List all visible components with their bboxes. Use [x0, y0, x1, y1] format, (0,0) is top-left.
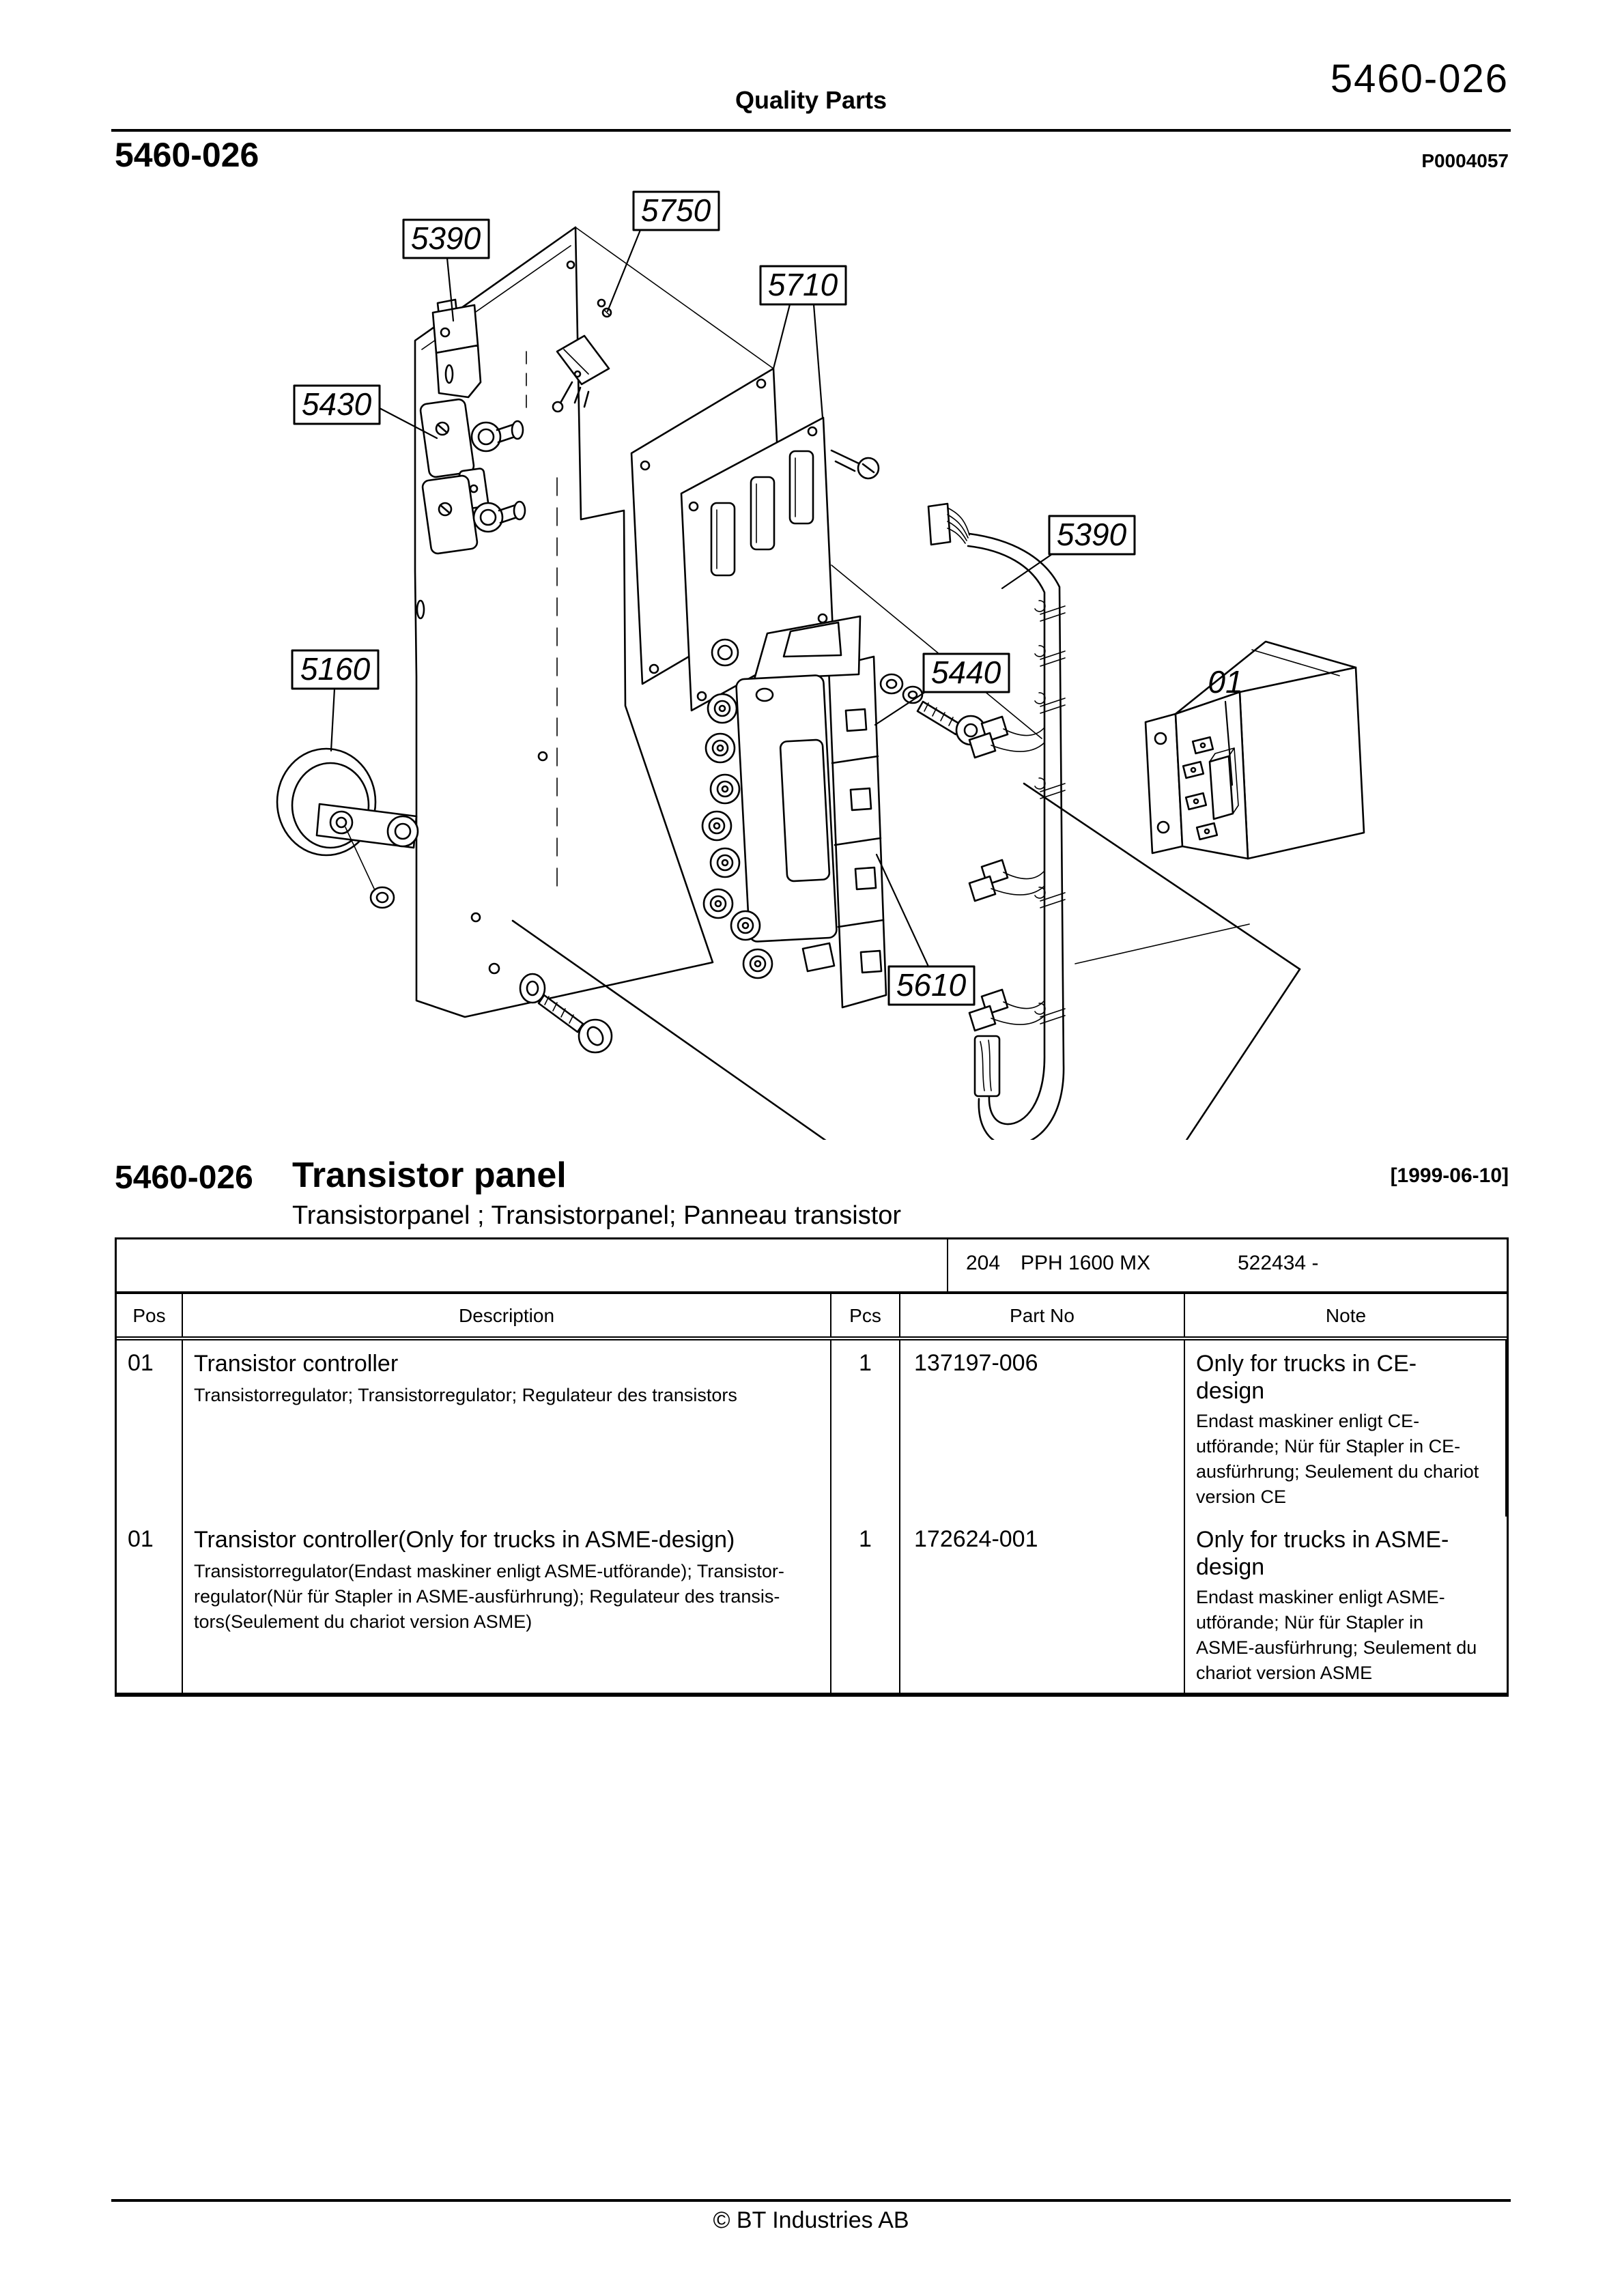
col-header-pos: Pos [117, 1294, 183, 1336]
callout-01-label: 01 [1208, 664, 1242, 700]
header-section-number-left: 5460-026 [115, 136, 259, 174]
parts-table: 204 PPH 1600 MX 522434 - Pos Description… [115, 1237, 1509, 1697]
controller-terminals [1182, 736, 1219, 841]
callout-5430: 5430 [293, 384, 381, 425]
model-name: PPH 1600 MX [1021, 1252, 1151, 1274]
callout-5390-left-label: 5390 [411, 220, 481, 256]
micro-switch [526, 307, 612, 417]
table-row-1-part-no: 137197-006 [900, 1340, 1185, 1517]
controller-box [1144, 640, 1365, 860]
callout-5160-label: 5160 [300, 651, 371, 687]
description-sub: Transistorregulator; Transistorregulator… [194, 1385, 737, 1405]
callouts: 5390 5750 5710 5430 5160 5440 [291, 190, 1243, 1006]
footer-copyright: © BT Industries AB [713, 2207, 909, 2233]
top-bracket [431, 298, 482, 399]
table-row-2-pos: 01 [117, 1517, 183, 1693]
header-doc-number: P0004057 [1421, 150, 1509, 171]
callout-5610: 5610 [887, 965, 976, 1006]
stud-cluster [701, 693, 773, 979]
callout-5160: 5160 [291, 649, 380, 690]
footer-rule [111, 2199, 1511, 2202]
description-main: Transistor controller(Only for trucks in… [194, 1527, 735, 1553]
floor-plane-lines [575, 227, 1301, 971]
mounting-bolt [519, 973, 613, 1054]
floor-diamond [511, 919, 1301, 1140]
callout-5750: 5750 [632, 190, 720, 231]
table-row-1-description: Transistor controller Transistorregulato… [183, 1340, 831, 1517]
model-row: 204 PPH 1600 MX 522434 - [117, 1239, 1507, 1294]
col-header-part-no: Part No [900, 1294, 1185, 1336]
callout-5710: 5710 [759, 265, 847, 306]
table-row-1-pcs: 1 [831, 1340, 900, 1517]
table-header-row: Pos Description Pcs Part No Note [117, 1294, 1507, 1340]
table-row-2-description: Transistor controller(Only for trucks in… [183, 1517, 831, 1693]
header-section-number: 5460-026 [1330, 57, 1509, 101]
terminal-block [419, 398, 526, 555]
callout-leaders [330, 229, 1234, 968]
page-title: Transistor panel [292, 1156, 567, 1195]
page-header-title: Quality Parts [735, 86, 887, 114]
callout-5390-right-label: 5390 [1057, 517, 1127, 552]
model-cell: 204 PPH 1600 MX 522434 - [947, 1239, 1507, 1291]
description-main: Transistor controller [194, 1351, 399, 1377]
header-rule [111, 129, 1511, 132]
page-subtitle: Transistorpanel ; Transistorpanel; Panne… [292, 1201, 902, 1230]
horn [276, 747, 419, 909]
callout-5390-left: 5390 [402, 218, 490, 259]
table-row-1-pos: 01 [117, 1340, 183, 1517]
branch-connectors [968, 715, 1045, 1032]
note-sub: Endast maskiner enligt ASME- utförande; … [1196, 1587, 1477, 1683]
transistor-block [701, 615, 986, 1009]
note-main: Only for trucks in CE- design [1196, 1351, 1417, 1404]
table-body: 01 Transistor controller Transistorregul… [117, 1340, 1507, 1693]
col-header-note: Note [1325, 1305, 1367, 1326]
exploded-diagram: 5390 5750 5710 5430 5160 5440 [276, 190, 1365, 1140]
callout-5750-label: 5750 [641, 192, 711, 228]
title-section-number: 5460-026 [115, 1160, 253, 1196]
table-row-2-pcs: 1 [831, 1517, 900, 1693]
note-sub: Endast maskiner enligt CE- utförande; Nü… [1196, 1411, 1479, 1507]
revision-date: [1999-06-10] [1390, 1164, 1509, 1187]
callout-5430-label: 5430 [302, 386, 372, 422]
callout-5440-label: 5440 [931, 655, 1001, 690]
note-main: Only for trucks in ASME- design [1196, 1527, 1449, 1580]
callout-5390-right: 5390 [1048, 515, 1136, 556]
col-header-description: Description [183, 1294, 831, 1336]
wiring-harness [927, 502, 1066, 1140]
table-row-2-part-no: 172624-001 [900, 1517, 1185, 1693]
callout-5440: 5440 [922, 652, 1010, 693]
col-header-pcs: Pcs [831, 1294, 900, 1336]
description-sub: Transistorregulator(Endast maskiner enli… [194, 1561, 784, 1632]
table-row-2-note: Only for trucks in ASME- design Endast m… [1185, 1517, 1507, 1693]
table-row-1-note: Only for trucks in CE- design Endast mas… [1185, 1340, 1507, 1517]
callout-5610-label: 5610 [896, 967, 967, 1003]
model-serial-range: 522434 - [1238, 1252, 1319, 1274]
model-code: 204 [966, 1252, 1001, 1274]
callout-5710-label: 5710 [768, 267, 838, 302]
